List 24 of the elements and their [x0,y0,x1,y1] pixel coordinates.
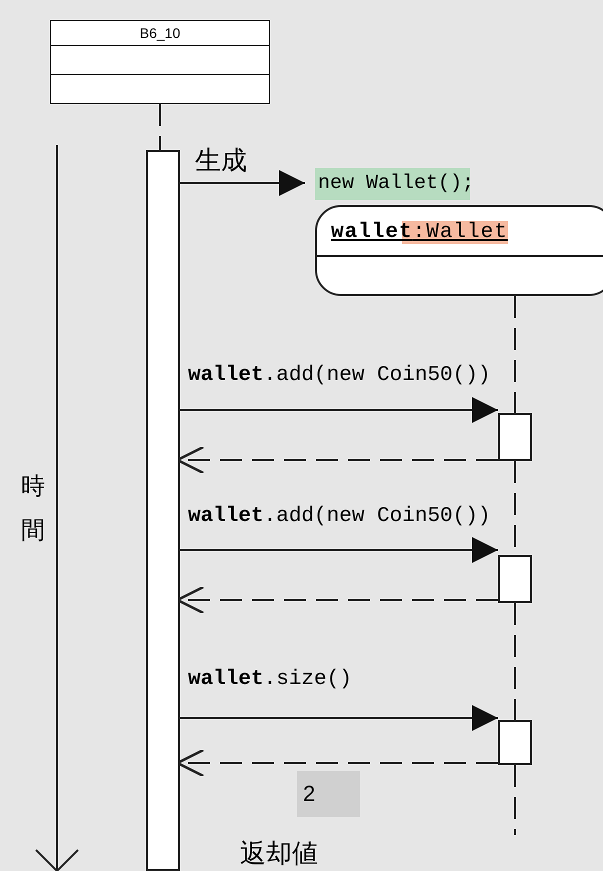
activation-bar [498,720,532,765]
annotation-text: 返却値 [240,837,318,870]
lifeline [514,603,516,720]
activation-bar [498,555,532,603]
message-arrow [180,537,498,563]
code-text: new Wallet(); [315,168,470,200]
activation-bar [498,413,532,461]
object-box [315,205,603,296]
object-box [50,20,270,104]
lifeline [514,765,516,835]
lifeline [514,296,516,413]
class-name: B6_10 [51,21,269,46]
message-label: wallet.add(new Coin50()) [188,505,490,528]
message-arrow [180,170,305,196]
message-label: 生成 [195,144,247,177]
return-value: 2 [297,771,360,817]
activation-bar [146,150,180,871]
message-label: wallet.size() [188,668,352,691]
message-arrow [180,705,498,731]
message-label: wallet.add(new Coin50()) [188,364,490,387]
axis-label: 時間 [21,472,46,546]
lifeline [159,104,161,150]
message-arrow [180,397,498,423]
object-name: wallet:Wallet [331,221,508,244]
